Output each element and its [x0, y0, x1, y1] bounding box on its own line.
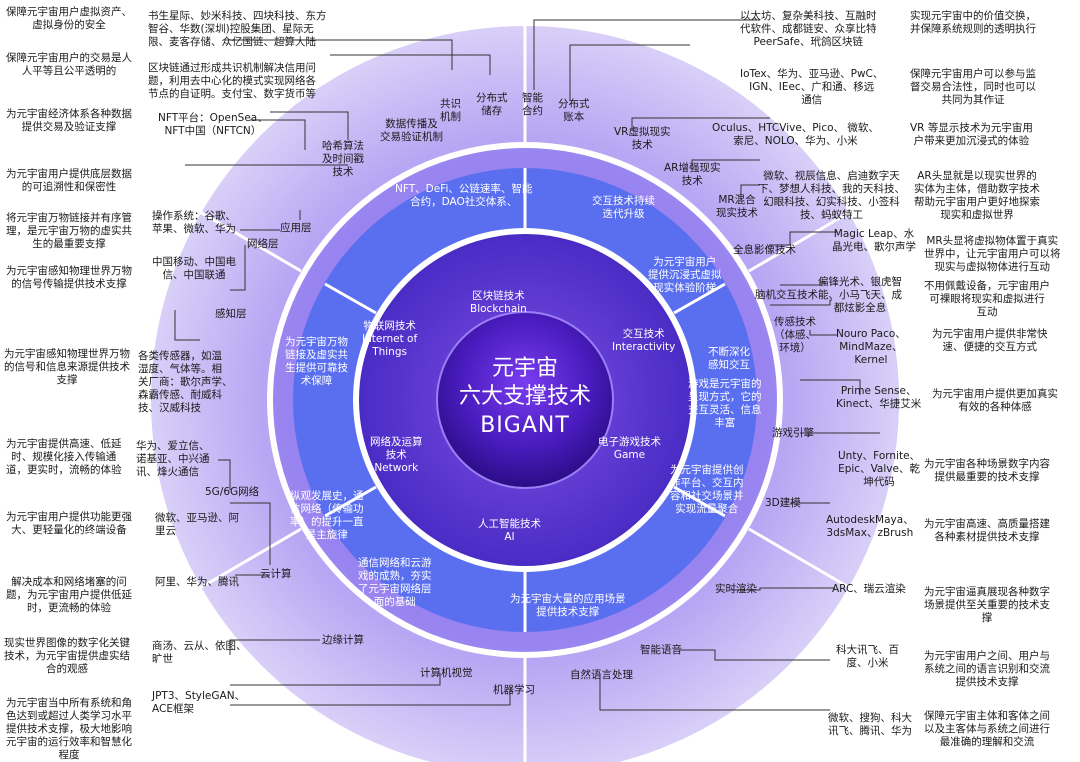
outer-realtime-render: 实时渲染	[715, 583, 757, 595]
right-note-1: 实现元宇宙中的价值交换，并保障系统规则的透明执行	[910, 10, 1036, 35]
outer-speech: 智能语音	[640, 644, 682, 656]
right-note-4: AR头显就是以现实世界的实体为主体，借助数字技术帮助元宇宙用户更好地探索现实和虚…	[914, 170, 1040, 221]
outer-edge: 边缘计算	[322, 634, 364, 646]
left-company-10: 商汤、云从、依图、旷世	[152, 640, 247, 665]
mid-network-cloud: 通信网络和云游戏的成熟，夯实了元宇宙网络层面的基础	[358, 557, 432, 608]
left-note-3: 为元宇宙经济体系各种数据提供交易及验证支撑	[6, 108, 132, 133]
outer-data-transmission: 数据传播及交易验证机制	[380, 118, 443, 143]
left-note-4: 为元宇宙用户提供底层数据的可追溯性和保密性	[6, 168, 132, 193]
segment-dividers	[324, 168, 726, 632]
right-note-12: 为元宇宙用户之间、用户与系统之间的语言识别和交流提供技术支撑	[924, 650, 1050, 688]
outer-mr: MR混合现实技术	[716, 194, 758, 219]
right-note-10: 为元宇宙高速、高质量搭建各种素材提供技术支撑	[924, 518, 1050, 543]
outer-cloud: 云计算	[260, 568, 292, 580]
right-company-2: IoTex、华为、亚马逊、PwC、IGN、IEec、广和通、移远通信	[740, 68, 884, 106]
mid-immersive: 为元宇宙用户提供沉浸式虚拟现实体验阶梯	[648, 256, 722, 294]
outer-smart-contract: 智能合约	[522, 92, 543, 117]
mid-network-history: 纵观发展史，通信网络（传输功率）的提升一直是主旋律	[290, 490, 364, 541]
outer-nlp: 自然语言处理	[570, 669, 633, 681]
outer-sensor: 传感技术（体感、环境）	[774, 316, 816, 354]
center-line1: 元宇宙	[492, 356, 558, 381]
left-company-6: 各类传感器，如温湿度、气体等。相关厂商：歌尔声学、森霸传感、耐威科技、汉威科技	[138, 350, 233, 414]
mid-cross-tech: 交互技术持续迭代升级	[592, 195, 655, 220]
left-company-8: 微软、亚马逊、阿里云	[155, 512, 239, 537]
right-company-7: Nouro Paco、MindMaze、Kernel	[836, 328, 906, 366]
mid-deepen-interaction: 不断深化感知交互	[708, 346, 750, 371]
core-circle	[437, 312, 613, 488]
right-company-13: 微软、搜狗、科大讯飞、腾讯、华为	[828, 712, 912, 737]
left-company-1: 书生星际、妙米科技、四块科技、东方智谷、华数(深圳)控股集团、星际无限、麦客存储…	[148, 10, 327, 48]
right-note-6: 不用佩戴设备，元宇宙用户可裸眼将现实和虚拟进行互动	[924, 280, 1050, 318]
left-note-6: 为元宇宙感知物理世界万物的信号传输提供技术支撑	[6, 265, 132, 290]
left-company-5: 中国移动、中国电信、中国联通	[152, 256, 236, 281]
mid-iot-desc: 为元宇宙万物链接及虚实共生提供可靠技术保障	[285, 336, 348, 387]
right-note-3: VR 等显示技术为元宇宙用户带来更加沉浸式的体验	[910, 122, 1033, 147]
left-note-7: 为元宇宙感知物理世界万物的信号和信息来源提供技术支撑	[4, 348, 130, 386]
outer-ar: AR增强现实技术	[664, 162, 721, 187]
right-company-6: 偏锋光术、银虎智能、小马飞天、成都炫影全息	[818, 276, 902, 314]
mid-game-creation: 为元宇宙提供创作平台、交互内容和社交场景并实现流量聚合	[670, 464, 744, 515]
left-company-2: 区块链通过形成共识机制解决信用问题，利用去中心化的模式实现网络各节点的自证明。支…	[148, 62, 316, 100]
outer-perception: 感知层	[215, 308, 247, 320]
left-note-11: 现实世界图像的数字化关键技术，为元宇宙提供虚实结合的观感	[4, 637, 130, 675]
left-note-1: 保障元宇宙用户虚拟资产、虚拟身份的安全	[6, 6, 132, 31]
outer-vr: VR虚拟现实技术	[614, 126, 671, 151]
mid-blockchain-desc: NFT、DeFi、公链速率、智能合约，DAO社交体系、	[395, 183, 533, 208]
left-note-2: 保障元宇宙用户的交易是人人平等且公平透明的	[6, 52, 132, 77]
left-note-9: 为元宇宙用户提供功能更强大、更轻量化的终端设备	[6, 511, 132, 536]
outer-consensus: 共识机制	[440, 98, 461, 123]
left-note-8: 为元宇宙提供高速、低延时、规模化接入传输通道，更实时，流畅的体验	[6, 438, 122, 476]
left-note-12: 为元宇宙当中所有系统和角色达到或超过人类学习水平提供技术支撑，极大地影响元宇宙的…	[6, 697, 132, 761]
left-company-9: 阿里、华为、腾讯	[155, 576, 239, 588]
outer-3d-modeling: 3D建模	[765, 497, 801, 509]
right-company-9: Unty、Fornite、Epic、Valve、乾坤代码	[838, 450, 921, 488]
right-note-9: 为元宇宙各种场景数字内容提供最重要的技术支撑	[924, 458, 1050, 483]
outer-network-layer: 网络层	[247, 238, 279, 250]
right-note-2: 保障元宇宙用户可以参与监督交易合法性，同时也可以共同为其作证	[910, 68, 1036, 106]
mid-ai-desc: 为元宇宙大量的应用场景提供技术支撑	[510, 593, 626, 618]
outer-game-engine: 游戏引擎	[772, 427, 814, 439]
outer-cv: 计算机视觉	[420, 667, 473, 679]
outer-distributed-storage: 分布式储存	[476, 92, 508, 117]
right-company-10: AutodeskMaya、3dsMax、zBrush	[826, 514, 914, 539]
right-company-4: 微软、视辰信息、启迪数字天下、梦想人科技、我的天科技、幻眼科技、幻实科技、小签科…	[758, 170, 905, 221]
outer-hash: 哈希算法及时间戳技术	[322, 140, 364, 178]
left-note-5: 将元宇宙万物链接并有序管理，是元宇宙万物的虚实共生的最重要支撑	[6, 212, 132, 250]
outer-bci: 脑机交互技术	[755, 289, 818, 301]
left-company-3: NFT平台：OpenSea、NFT中国（NFTCN）	[158, 112, 268, 137]
outer-app-layer: 应用层	[280, 222, 312, 234]
leader-lines	[174, 19, 880, 711]
mid-game-desc: 游戏是元宇宙的呈现方式，它的交互灵活、信息丰富	[688, 378, 762, 429]
right-company-8: Prime Sense、Kinect、华捷艾米	[836, 385, 922, 410]
right-note-7: 为元宇宙用户提供非常快速、便捷的交互方式	[932, 328, 1048, 353]
center-line2: 六大支撑技术	[459, 384, 591, 409]
right-note-11: 为元宇宙逼真展现各种数字场景提供至关重要的技术支撑	[924, 586, 1050, 624]
right-note-8: 为元宇宙用户提供更加真实有效的各种体感	[932, 388, 1058, 413]
left-company-7: 华为、爱立信、诺基亚、中兴通讯、烽火通信	[136, 440, 210, 478]
right-company-5: Magic Leap、水晶光电、歌尔声学	[832, 228, 916, 253]
left-note-10: 解决成本和网络堵塞的问题，为元宇宙用户提供低延时，更流畅的体验	[6, 576, 132, 614]
outer-distributed-ledger: 分布式账本	[558, 98, 590, 123]
center-line3: BIGANT	[480, 413, 570, 438]
outer-ml: 机器学习	[493, 684, 535, 696]
right-company-3: Oculus、HTCVive、Pico、 微软、索尼、NOLO、华为、小米	[712, 122, 879, 147]
right-company-11: ARC、瑞云渲染	[832, 583, 906, 595]
right-note-13: 保障元宇宙主体和客体之间以及主客体与系统之间进行最准确的理解和交流	[924, 710, 1050, 748]
right-note-5: MR头显将虚拟物体置于真实世界中，让元宇宙用户可以将现实与虚拟物体进行互动	[924, 235, 1061, 273]
left-company-4: 操作系统：谷歌、苹果、微软、华为	[152, 210, 236, 235]
right-company-12: 科大讯飞、百度、小米	[836, 644, 899, 669]
outer-5g6g: 5G/6G网络	[205, 486, 260, 498]
left-company-11: JPT3、StyleGAN、ACE框架	[152, 690, 246, 715]
outer-holographic: 全息影像技术	[733, 244, 796, 256]
